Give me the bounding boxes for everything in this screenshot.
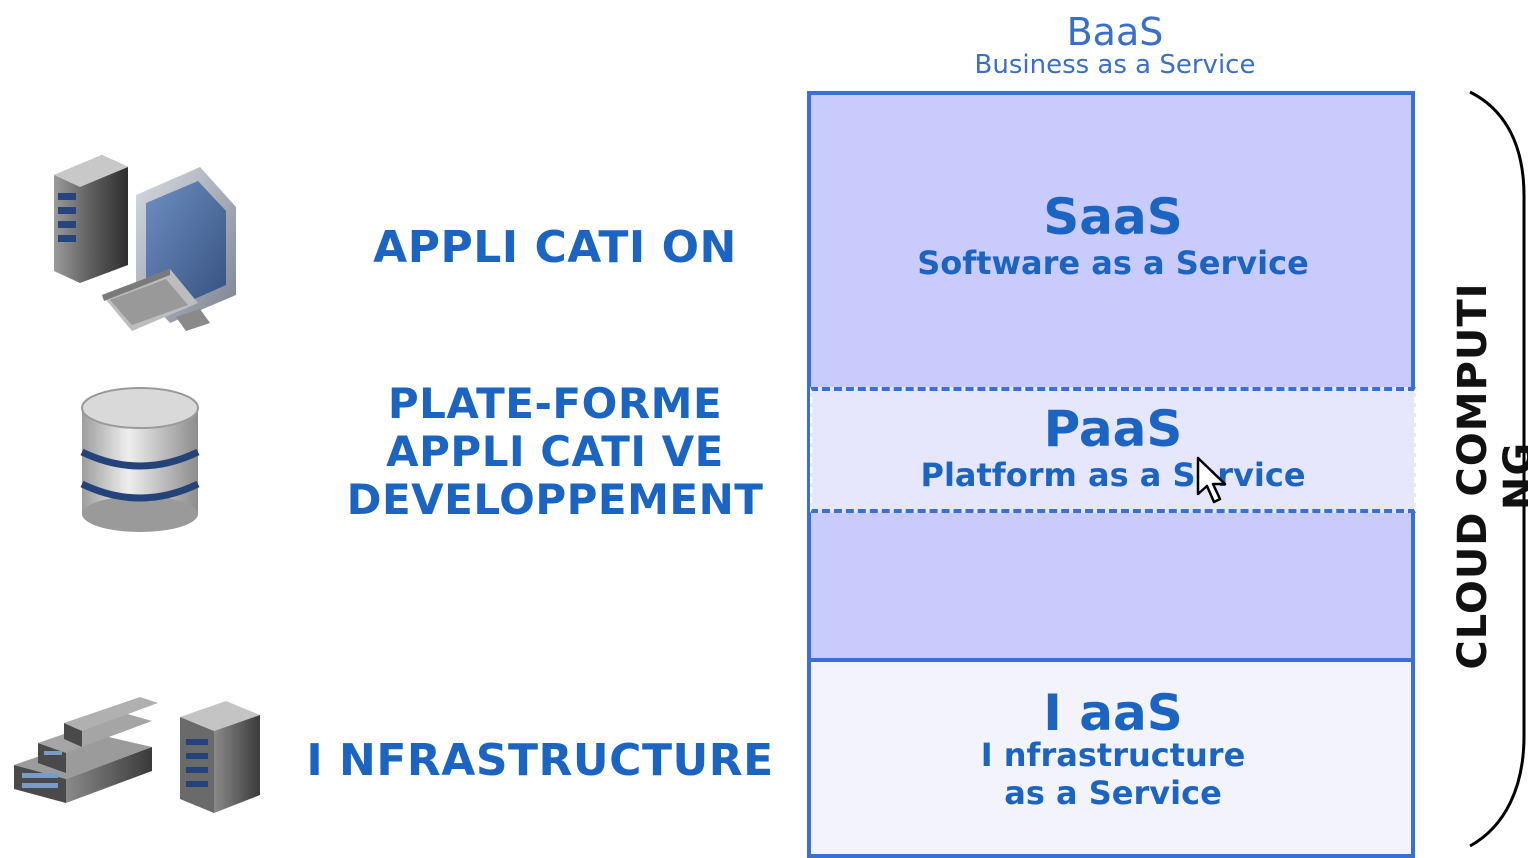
paas-subtitle: Platform as a Service: [920, 456, 1306, 494]
layer-label-application: APPLI CATI ON: [373, 222, 737, 273]
iaas-box: [807, 658, 1415, 858]
iaas-subtitle-line: as a Service: [1004, 774, 1222, 812]
baas-subtitle: Business as a Service: [974, 50, 1256, 80]
layer-label-infrastructure: I NFRASTRUCTURE: [306, 735, 774, 786]
cloud-computing-brace: [1469, 90, 1526, 848]
paas-title: PaaS: [1043, 400, 1183, 458]
layer-label-platform-line: DEVELOPPEMENT: [346, 475, 764, 524]
layer-label-platform-line: APPLI CATI VE: [386, 427, 724, 476]
mouse-cursor-icon: [1196, 456, 1227, 504]
database-icon: [80, 387, 200, 532]
iaas-subtitle-line: I nfrastructure: [980, 736, 1246, 774]
saas-title: SaaS: [1043, 188, 1183, 246]
layer-label-platform-line: PLATE-FORME: [387, 379, 723, 428]
server-rack-icon: [14, 697, 260, 813]
layer-label-platform: PLATE-FORME APPLI CATI VE DEVELOPPEMENT: [320, 380, 790, 524]
desktop-computer-icon: [54, 155, 236, 331]
paas-band: [810, 387, 1416, 513]
cloud-computing-label: CLOUD COMPUTI NG: [1450, 282, 1528, 670]
baas-title: BaaS: [1066, 10, 1164, 54]
iaas-title: I aaS: [1043, 684, 1183, 742]
saas-subtitle: Software as a Service: [917, 244, 1309, 282]
